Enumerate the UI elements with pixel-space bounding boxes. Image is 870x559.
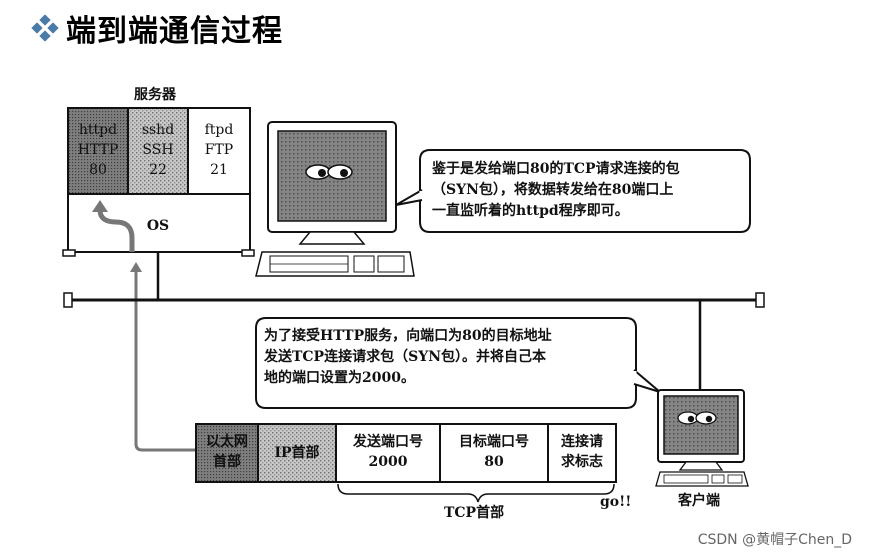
connection-flag-label: 连接请 求标志 xyxy=(548,432,616,472)
bubble-line: 为了接受HTTP服务，向端口为80的目标地址 xyxy=(264,328,552,344)
tcp-header-label: TCP首部 xyxy=(444,505,505,521)
server-computer-icon xyxy=(255,121,415,277)
bubble-line: （SYN包），将数据转发给在80端口上 xyxy=(432,182,674,198)
source-port-label: 发送端口号 2000 xyxy=(336,432,440,472)
server-label: 服务器 xyxy=(134,87,176,103)
packet-text: 发送端口号 xyxy=(353,434,423,450)
watermark-text: CSDN @黄帽子Chen_D xyxy=(697,532,852,548)
title-area: 端到端通信过程 xyxy=(30,6,283,50)
app-port: 21 xyxy=(210,162,228,178)
app-name: ftpd xyxy=(204,122,234,138)
app-protocol: FTP xyxy=(204,142,234,158)
app-protocol: SSH xyxy=(142,142,174,158)
ip-header-cell xyxy=(257,423,337,483)
bubble-line: 鉴于是发给端口80的TCP请求连接的包 xyxy=(432,161,680,177)
ethernet-header-cell xyxy=(195,423,259,483)
ethernet-header-label: 以太网 首部 xyxy=(196,432,258,472)
app-port: 22 xyxy=(149,162,167,178)
packet-text: 连接请 xyxy=(561,434,603,450)
tcp-header-brace xyxy=(337,483,615,503)
app-name: httpd xyxy=(78,122,118,138)
packet-text: 首部 xyxy=(213,454,241,470)
packet-text: 2000 xyxy=(368,454,408,470)
packet-text: 以太网 xyxy=(206,434,248,450)
go-label: go!! xyxy=(600,494,632,510)
server-speech-bubble xyxy=(395,149,751,233)
bubble-line: 一直监听着的httpd程序即可。 xyxy=(432,203,629,219)
packet xyxy=(195,423,617,483)
httpd-app-text: httpd HTTP 80 xyxy=(68,120,128,180)
client-speech-bubble xyxy=(255,317,661,409)
client-computer-icon xyxy=(655,389,749,487)
sshd-app-text: sshd SSH 22 xyxy=(128,120,188,180)
bubble-line: 发送TCP连接请求包（SYN包）。并将自己本 xyxy=(264,349,546,365)
destination-port-label: 目标端口号 80 xyxy=(440,432,548,472)
ftpd-cell xyxy=(187,107,251,195)
server-bubble-text: 鉴于是发给端口80的TCP请求连接的包 （SYN包），将数据转发给在80端口上 … xyxy=(432,159,680,222)
app-port: 80 xyxy=(89,162,107,178)
arrow-up-icon xyxy=(130,262,142,272)
app-name: sshd xyxy=(141,122,175,138)
ftpd-app-text: ftpd FTP 21 xyxy=(188,120,250,180)
packet-text: 目标端口号 xyxy=(459,434,529,450)
os-label: OS xyxy=(146,218,170,234)
packet-text: 求标志 xyxy=(561,454,603,470)
bubble-line: 地的端口设置为2000。 xyxy=(264,370,415,386)
page-title: 端到端通信过程 xyxy=(66,14,283,49)
diamond-bullet-icon xyxy=(30,13,60,43)
packet-text: 80 xyxy=(484,454,504,470)
client-label: 客户端 xyxy=(678,493,720,509)
app-protocol: HTTP xyxy=(77,142,119,158)
client-bubble-text: 为了接受HTTP服务，向端口为80的目标地址 发送TCP连接请求包（SYN包）。… xyxy=(264,326,552,389)
ip-header-label: IP首部 xyxy=(274,445,320,461)
